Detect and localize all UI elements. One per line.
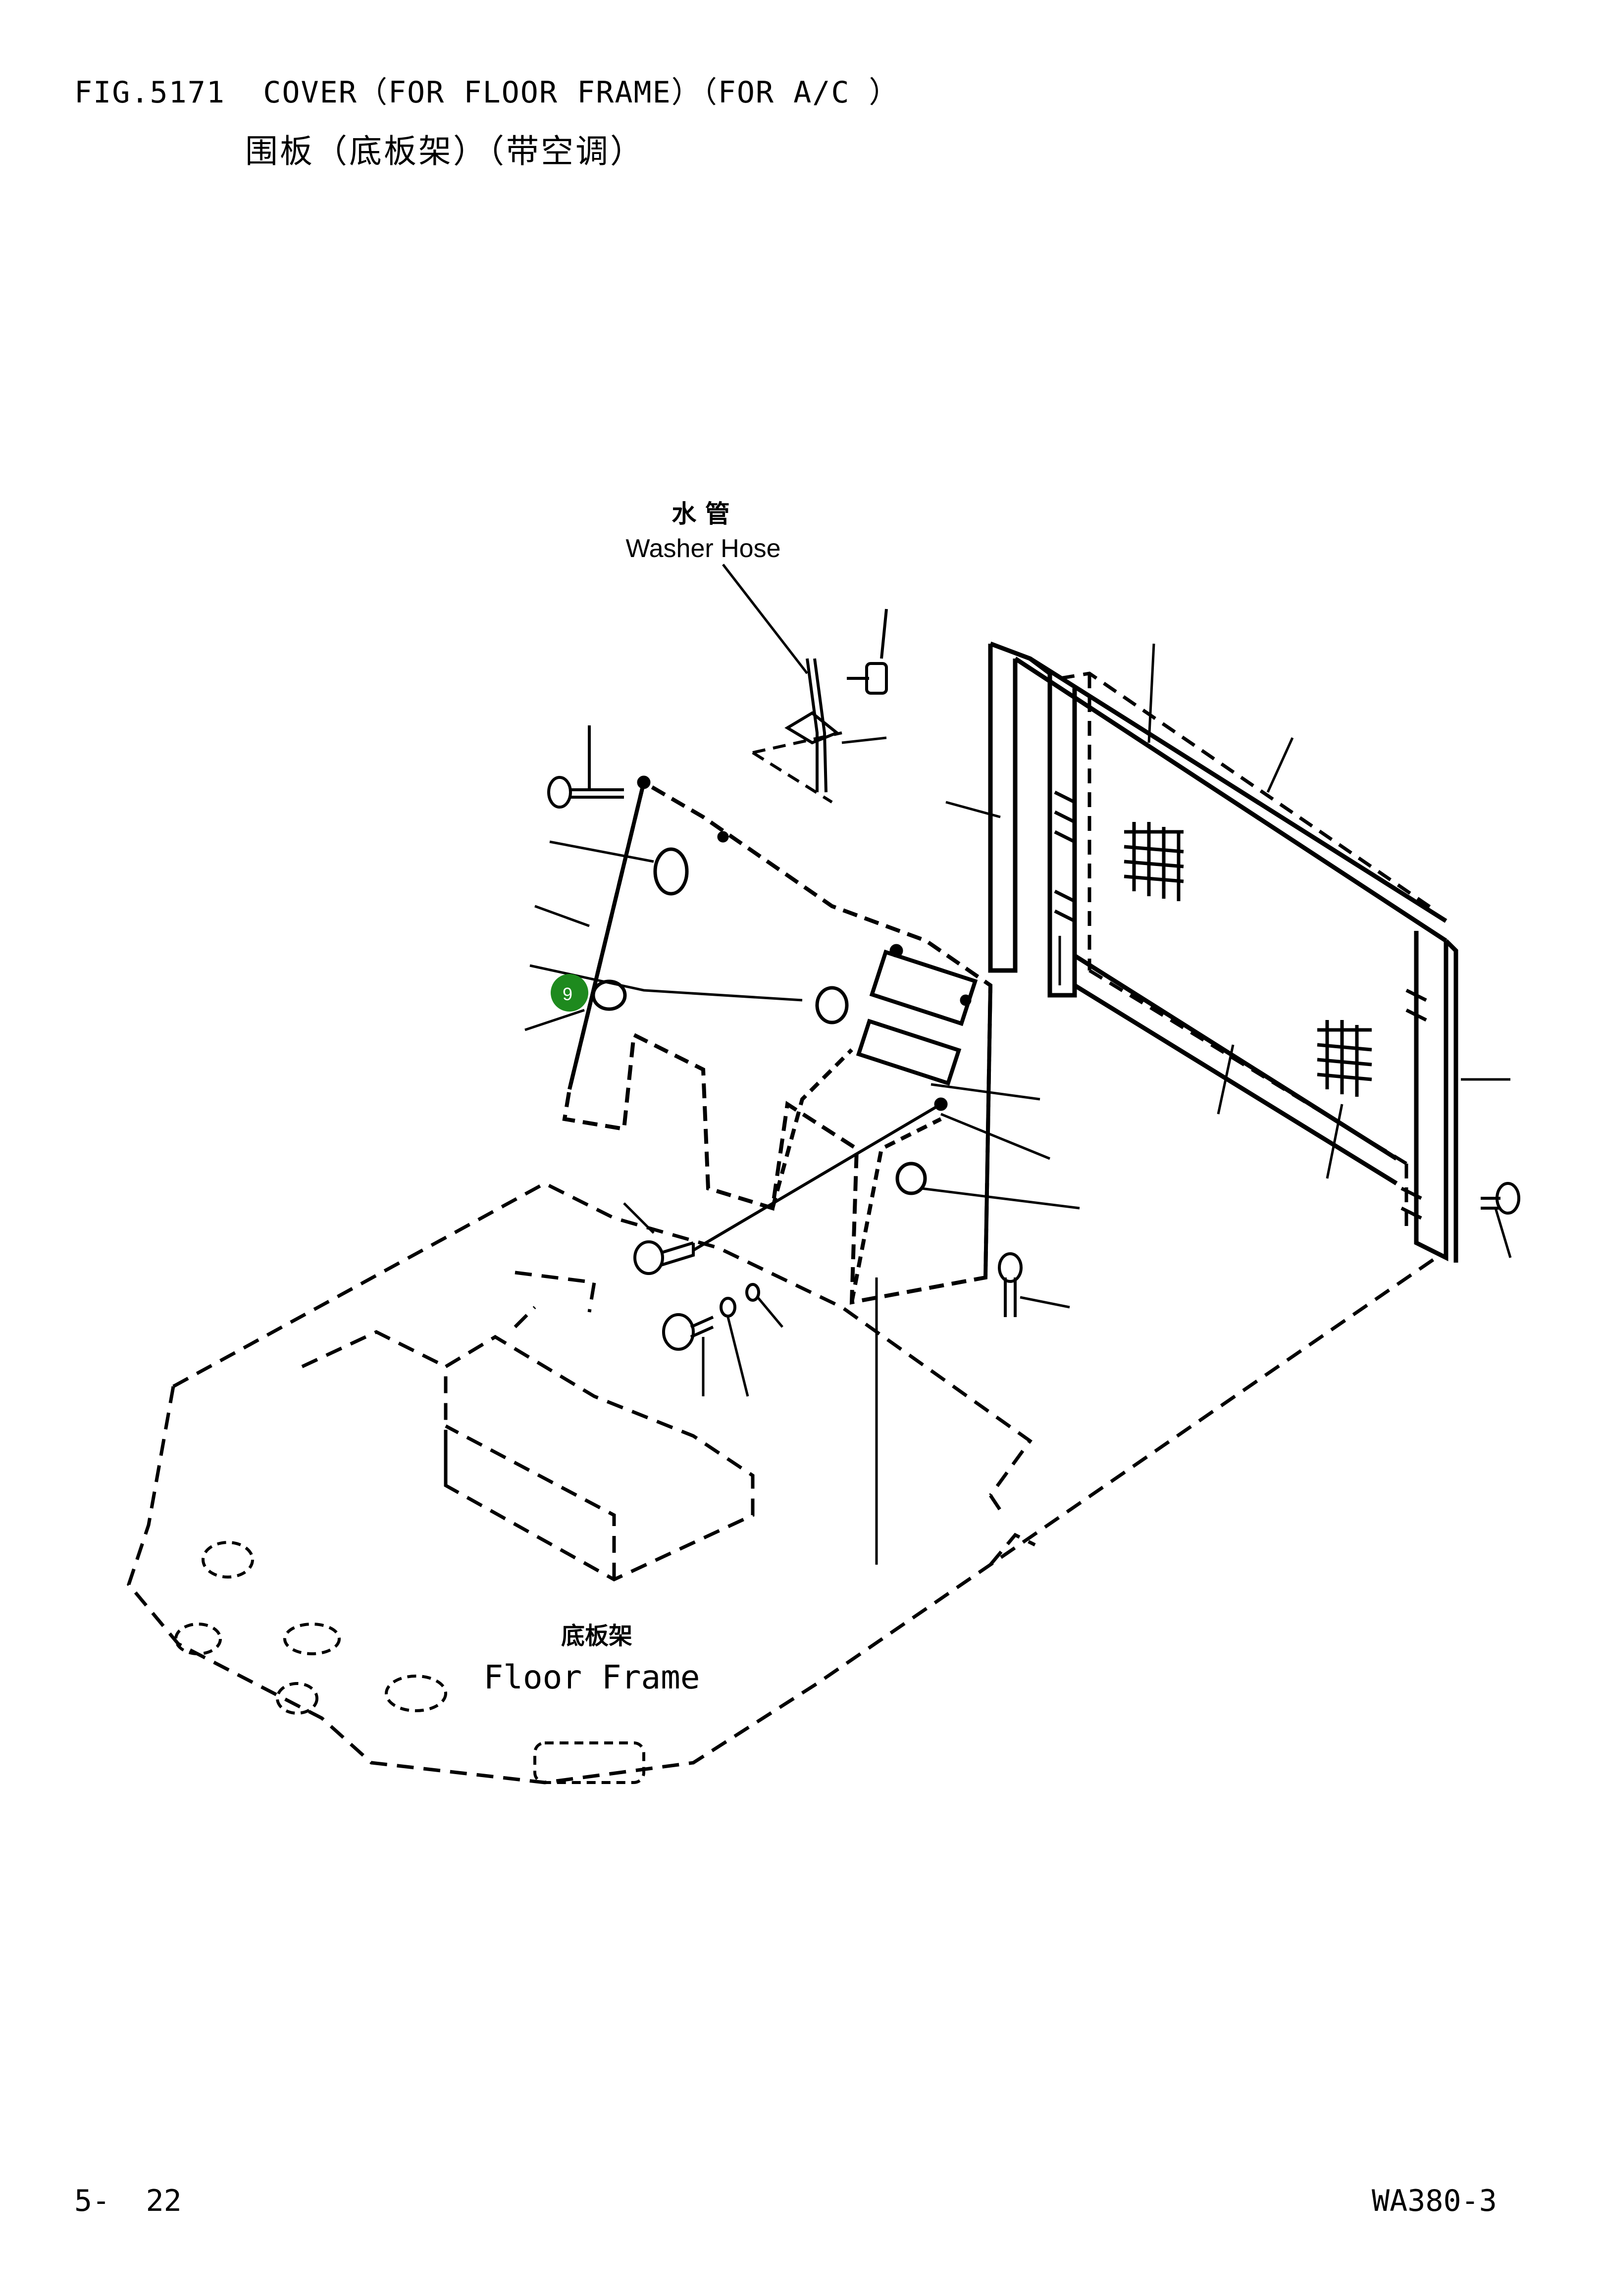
callout-marker-9[interactable]: 9: [551, 974, 588, 1012]
rear-frame-dashed: [1059, 671, 1437, 1233]
washer-hose-bolt: [847, 609, 888, 695]
bolt-right: [998, 1252, 1023, 1317]
figure-title: FIG.5171 COVER（FOR FLOOR FRAME）（FOR A/C …: [74, 75, 900, 110]
leader-lines: [524, 563, 1512, 1565]
figure-subtitle: 围板（底板架）（带空调）: [245, 132, 645, 170]
floor-frame-details: [174, 1541, 645, 1784]
bolt-top-left: [547, 725, 624, 809]
rear-frame: [988, 641, 1458, 1263]
floor-frame-label-en: Floor Frame: [483, 1658, 700, 1696]
washer-hose-label-en: Washer Hose: [625, 534, 780, 563]
callout-marker-number: 9: [563, 984, 572, 1004]
page-number: 5- 22: [74, 2184, 182, 2218]
cover-panel: [562, 779, 993, 1305]
bolt-far-right: [1481, 1182, 1520, 1215]
grommets: [591, 775, 972, 1195]
callout-marker-circle: [551, 974, 588, 1012]
floor-frame-label-cn: 底板架: [561, 1622, 632, 1650]
washer-hose-clamp: [752, 658, 842, 804]
mesh-panels: [1054, 790, 1427, 1220]
bolt-bottom: [662, 1283, 760, 1351]
floor-frame-outline: [127, 1181, 1437, 1785]
model-code: WA380-3: [1372, 2184, 1497, 2218]
washer-hose-label-cn: 水 管: [672, 500, 729, 528]
bolt-center: [633, 1103, 942, 1275]
